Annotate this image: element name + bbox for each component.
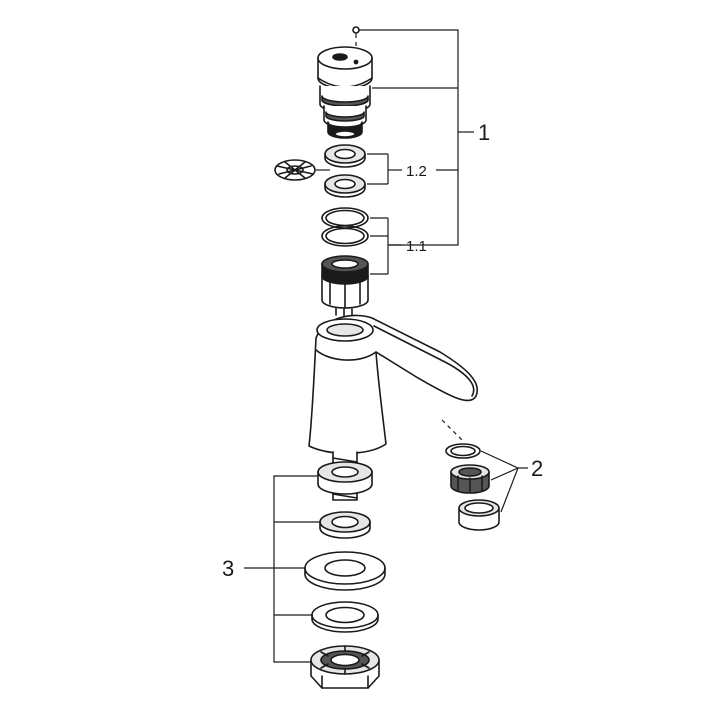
grid-rosette <box>274 159 316 181</box>
flat-washer-upper <box>324 144 366 168</box>
washer-set-1-2 <box>274 144 366 198</box>
thin-washer <box>311 601 379 633</box>
seal-set-1-1 <box>321 207 369 317</box>
threaded-bushing <box>321 255 369 317</box>
large-washer <box>304 551 386 591</box>
mounting-kit <box>304 451 386 689</box>
cartridge-body <box>319 85 371 139</box>
callout-leaders <box>244 29 528 663</box>
flat-washer-lower <box>324 174 366 198</box>
lock-nut <box>310 645 380 689</box>
o-ring-lower <box>321 225 369 247</box>
aerator-assembly <box>445 443 500 531</box>
aerator-washer <box>445 443 481 459</box>
rubber-washer <box>319 511 371 539</box>
o-ring-upper <box>321 207 369 229</box>
callout-2: 2 <box>531 456 543 481</box>
faucet-body <box>308 314 478 455</box>
aerator-insert <box>450 464 490 494</box>
callout-3: 3 <box>222 556 234 581</box>
callout-1-2: 1.2 <box>406 163 427 180</box>
cartridge-assembly <box>317 26 373 139</box>
callout-1-1: 1.1 <box>406 238 427 255</box>
push-head <box>317 46 373 90</box>
shank-gasket <box>317 461 373 495</box>
aerator-housing <box>458 499 500 531</box>
callout-1: 1 <box>478 120 490 145</box>
